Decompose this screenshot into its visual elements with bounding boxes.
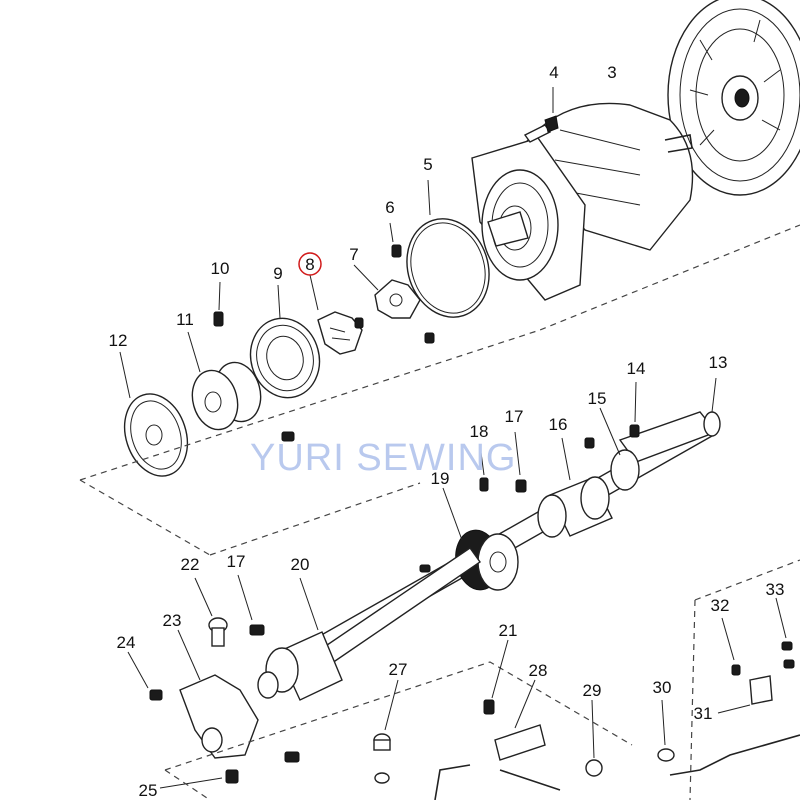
screw-17-lower xyxy=(237,574,265,636)
handwheel xyxy=(667,0,800,196)
part-label: 17 xyxy=(505,407,524,426)
part-label: 20 xyxy=(291,555,310,574)
part-label: 28 xyxy=(529,661,548,680)
part-label: 21 xyxy=(499,621,518,640)
coupling-8 xyxy=(309,274,364,355)
part-label: 16 xyxy=(549,415,568,434)
screw-17-upper xyxy=(514,431,527,493)
part-label: 24 xyxy=(117,633,136,652)
highlight-circle xyxy=(298,252,322,276)
part-label: 17 xyxy=(227,552,246,571)
collar-15 xyxy=(584,381,640,491)
part-label-highlighted: 8 xyxy=(305,255,314,274)
part-label: 4 xyxy=(549,63,558,82)
part-label: 22 xyxy=(181,555,200,574)
lower-shaft-20 xyxy=(257,547,481,701)
hook-bracket-23 xyxy=(127,629,300,789)
part-label: 32 xyxy=(711,596,730,615)
part-label: 33 xyxy=(766,580,785,599)
part-label: 15 xyxy=(588,389,607,408)
part-label: 10 xyxy=(211,259,230,278)
parts-30-33 xyxy=(657,559,800,800)
part-label: 14 xyxy=(627,359,646,378)
part-label: 29 xyxy=(583,681,602,700)
part-label: 23 xyxy=(163,611,182,630)
screw-18 xyxy=(479,444,489,492)
part-label: 12 xyxy=(109,331,128,350)
part-label: 30 xyxy=(653,678,672,697)
part-label: 13 xyxy=(709,353,728,372)
part-label: 5 xyxy=(423,155,432,174)
assembly-outline-lower xyxy=(164,661,633,771)
screw-22 xyxy=(194,577,228,647)
bushing-16 xyxy=(537,437,613,538)
coupling-7 xyxy=(353,222,435,344)
part-label: 11 xyxy=(176,310,194,329)
part-label: 19 xyxy=(431,469,450,488)
part-labels: 3 4 5 6 7 8 9 10 11 12 13 14 15 16 17 18… xyxy=(109,63,785,800)
part-label: 6 xyxy=(385,198,394,217)
part-label: 7 xyxy=(349,245,358,264)
part-label: 3 xyxy=(607,63,616,82)
part-label: 18 xyxy=(470,422,489,441)
motor xyxy=(471,102,694,301)
disc-12 xyxy=(119,351,189,477)
bearing-9 xyxy=(249,284,321,399)
part-label: 27 xyxy=(389,660,408,679)
watermark: YURI SEWING xyxy=(250,437,516,479)
part-label: 31 xyxy=(694,704,713,723)
parts-27-29 xyxy=(373,639,603,800)
part-label: 25 xyxy=(139,781,158,800)
screw-4 xyxy=(523,87,559,143)
part-label: 9 xyxy=(273,264,282,283)
screw-10 xyxy=(213,281,224,327)
collar-11 xyxy=(187,331,295,442)
o-ring-5 xyxy=(406,179,490,318)
